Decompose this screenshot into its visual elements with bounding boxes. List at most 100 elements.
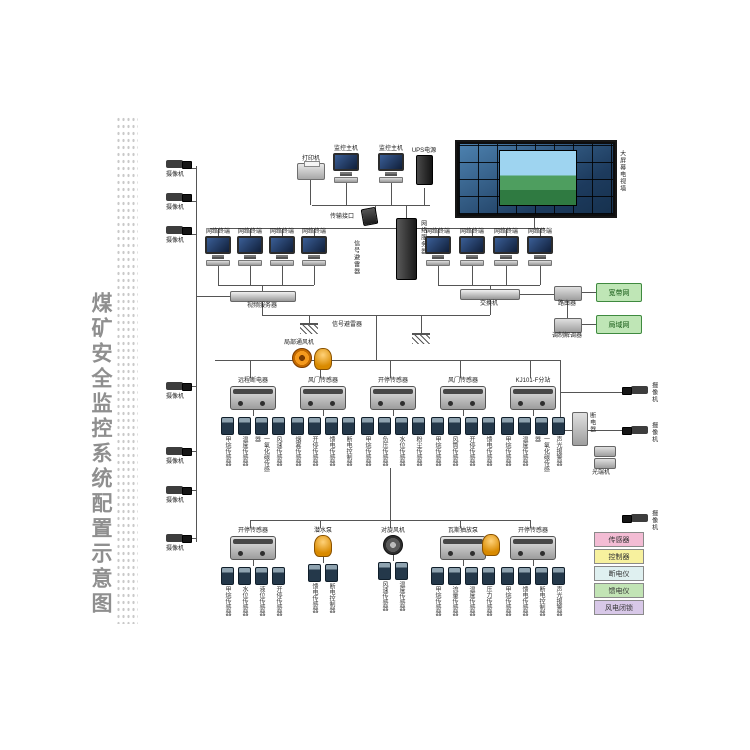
sensor: 压力传感器 [482, 566, 496, 622]
connector-line [580, 324, 596, 325]
substation-icon [230, 535, 276, 560]
connector-line [530, 360, 531, 378]
terminal-label: 网络终端 [301, 229, 326, 235]
connector-line [250, 228, 251, 238]
ups: UPS电源 [410, 148, 438, 185]
camera-icon [622, 424, 648, 436]
sensor-icon [465, 416, 478, 435]
connector-line [540, 228, 541, 238]
sensor-icon [255, 416, 268, 435]
sensor-row: 风速传感器 温度传感器 [378, 561, 409, 617]
sensor-icon [518, 416, 531, 435]
keyboard-icon [270, 259, 294, 266]
connector-line [376, 315, 377, 360]
sensor: 断电控制器 [325, 563, 339, 619]
sensor: 一氧化碳传感器 [534, 416, 549, 472]
terminal-label: 网络终端 [493, 229, 518, 235]
sensor-icon [412, 416, 425, 435]
fan-label: 局部通风机 [284, 340, 315, 346]
camera-label: 摄像机 [166, 459, 185, 465]
legend-item: 传感器 [594, 532, 644, 547]
monitor-base [308, 254, 320, 259]
terminal-label: 网络终端 [205, 229, 230, 235]
router [554, 286, 582, 301]
modem-label: 调制解调器 [551, 333, 582, 339]
switch [460, 289, 520, 300]
connector-line [188, 538, 196, 539]
sensor: 馈电传感器 [308, 563, 322, 619]
connector-line [391, 182, 392, 205]
fan-icon [292, 348, 312, 368]
cluster-label: 远程断电器 [237, 378, 268, 384]
sensor-icon [448, 566, 461, 585]
sensor-icon [535, 416, 548, 435]
monitor-host-2: 监控主机 [377, 146, 405, 183]
connector-line [310, 180, 311, 205]
connector-line [218, 285, 314, 286]
upper-cluster-1: 远程断电器 甲烷传感器 温度传感器 一氧化碳传感器 风速传感器 [215, 378, 291, 472]
monitor-host-1: 监控主机 [332, 146, 360, 183]
connector-line [530, 520, 531, 528]
camera-label: 摄像机 [650, 422, 657, 443]
sensor: 甲烷传感器 [361, 416, 375, 472]
host-label: 监控主机 [378, 146, 403, 152]
monitor-icon [459, 235, 485, 254]
host-label: 监控主机 [333, 146, 358, 152]
sensor-row: 甲烷传感器 水位传感器 液位传感器 开停传感器 [221, 566, 286, 622]
network-terminal: 网络终端 [526, 229, 554, 266]
sensor: 液位传感器 [255, 566, 269, 622]
sensor-icon [378, 416, 391, 435]
camera-label: 摄像机 [166, 172, 185, 178]
monitor-base [276, 254, 288, 259]
optical-transceiver [594, 446, 616, 457]
cluster-drop-line [462, 559, 464, 566]
monitor-base [385, 171, 397, 176]
connector-line [188, 386, 196, 387]
sensor-icon [395, 416, 408, 435]
sensor: 流量传感器 [448, 566, 462, 622]
sensor-row: 烟雾传感器 开停传感器 馈电传感器 断电控制器 [291, 416, 356, 472]
cluster-drop-line [532, 559, 534, 566]
connector-line [390, 520, 391, 528]
keyboard-icon [379, 176, 403, 183]
sensor-icon [272, 566, 285, 585]
legend-item: 断电仪 [594, 566, 644, 581]
monitor-icon [269, 235, 295, 254]
monitor-icon [301, 235, 327, 254]
video-server [230, 291, 296, 302]
cluster-drop-line [392, 554, 394, 561]
connector-line [312, 205, 430, 206]
connector-line [188, 451, 196, 452]
connector-line [196, 296, 230, 297]
camera-icon [622, 512, 648, 524]
sensor-icon [221, 566, 234, 585]
network-server-label: 网络服务器 [419, 220, 426, 255]
cluster-drop-line [252, 559, 254, 566]
texture-column [116, 116, 138, 624]
cluster-drop-line [462, 409, 464, 416]
connector-line [472, 263, 473, 285]
terminal-label: 网络终端 [237, 229, 262, 235]
legend-item: 控制器 [594, 549, 644, 564]
connector-line [460, 520, 461, 528]
lower-cluster-5: 开停传感器 甲烷传感器 馈电传感器 断电控制器 声光报警器 [495, 528, 571, 622]
sensor: 一氧化碳传感器 [254, 416, 269, 472]
sensor-row: 甲烷传感器 馈电传感器 断电控制器 声光报警器 [501, 566, 566, 622]
connector-line [534, 218, 535, 228]
sensor-icon [501, 566, 514, 585]
connector-line [580, 292, 596, 293]
connector-line [282, 263, 283, 285]
camera-label: 摄像机 [166, 498, 185, 504]
sensor: 负压传感器 [378, 416, 392, 472]
sensor-icon [361, 416, 374, 435]
sensor: 开停传感器 [465, 416, 479, 472]
monitor-base [340, 171, 352, 176]
sensor: 粉尘传感器 [412, 416, 426, 472]
sensor-row: 甲烷传感器 温度传感器 一氧化碳传感器 声光报警器 [501, 416, 566, 472]
legend-item: 馈电仪 [594, 583, 644, 598]
terminal-label: 网络终端 [269, 229, 294, 235]
pump-icon [314, 534, 332, 557]
keyboard-icon [460, 259, 484, 266]
connector-line [188, 490, 196, 491]
